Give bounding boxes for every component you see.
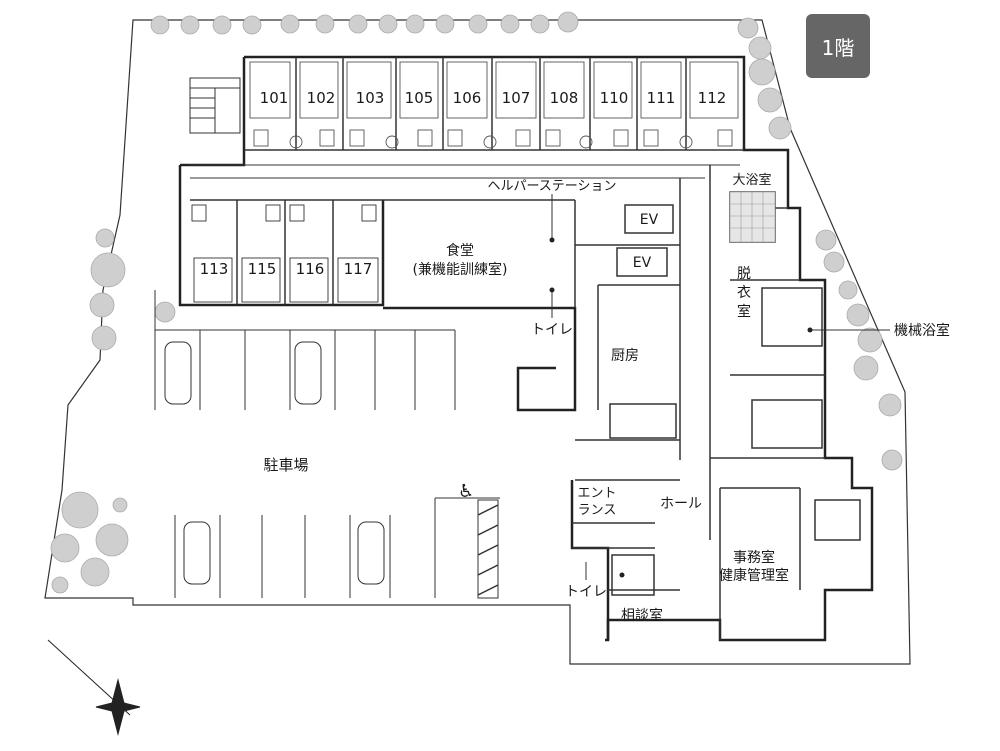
room-111: 111 [647, 89, 676, 107]
helper-station-label: ヘルパーステーション [487, 179, 616, 194]
kitchen-label: 厨房 [611, 348, 639, 364]
floor-badge: 1階 [806, 14, 870, 78]
room-116: 116 [296, 260, 325, 278]
toilet-label-2: トイレ [565, 584, 607, 600]
bath-tiles [729, 191, 776, 243]
room-105: 105 [405, 89, 434, 107]
parking-lot [154, 290, 500, 599]
room-walls-lower [190, 199, 383, 305]
room-101: 101 [260, 89, 289, 107]
site-boundary [44, 19, 911, 665]
ev-label-1: EV [640, 212, 659, 228]
large-bath-label: 大浴室 [732, 172, 771, 188]
room-106: 106 [453, 89, 482, 107]
ev-label-2: EV [633, 255, 652, 271]
room-108: 108 [550, 89, 579, 107]
room-107: 107 [502, 89, 531, 107]
accessible-stripes [477, 504, 499, 596]
room-110: 110 [600, 89, 629, 107]
compass-icon [47, 639, 141, 736]
room-fixtures-top [249, 61, 739, 149]
interior-walls [383, 165, 861, 640]
room-117: 117 [344, 260, 373, 278]
consultation-label: 相談室 [621, 607, 663, 624]
parking-label: 駐車場 [263, 456, 308, 474]
machine-bath-label: 機械浴室 [894, 322, 950, 339]
room-walls-top [190, 57, 744, 179]
office-label: 事務室 [733, 549, 775, 566]
room-113: 113 [200, 260, 229, 278]
hall-label: ホール [660, 496, 702, 512]
entrance-label-2: ランス [578, 503, 617, 518]
room-102: 102 [307, 89, 336, 107]
wheelchair-icon: ♿ [458, 481, 474, 502]
dressing-label-3: 室 [737, 303, 751, 320]
toilet-label-1: トイレ [531, 322, 573, 338]
room-112: 112 [698, 89, 727, 107]
room-103: 103 [356, 89, 385, 107]
trees [50, 11, 903, 594]
stairs [189, 77, 241, 134]
dressing-label-1: 脱 [737, 266, 751, 282]
dining-sub-label: (兼機能訓練室) [413, 261, 508, 278]
dressing-label-2: 衣 [737, 285, 751, 301]
room-115: 115 [248, 260, 277, 278]
dining-label: 食堂 [446, 242, 474, 259]
entrance-label-1: エント [577, 486, 616, 501]
health-room-label: 健康管理室 [719, 567, 789, 584]
